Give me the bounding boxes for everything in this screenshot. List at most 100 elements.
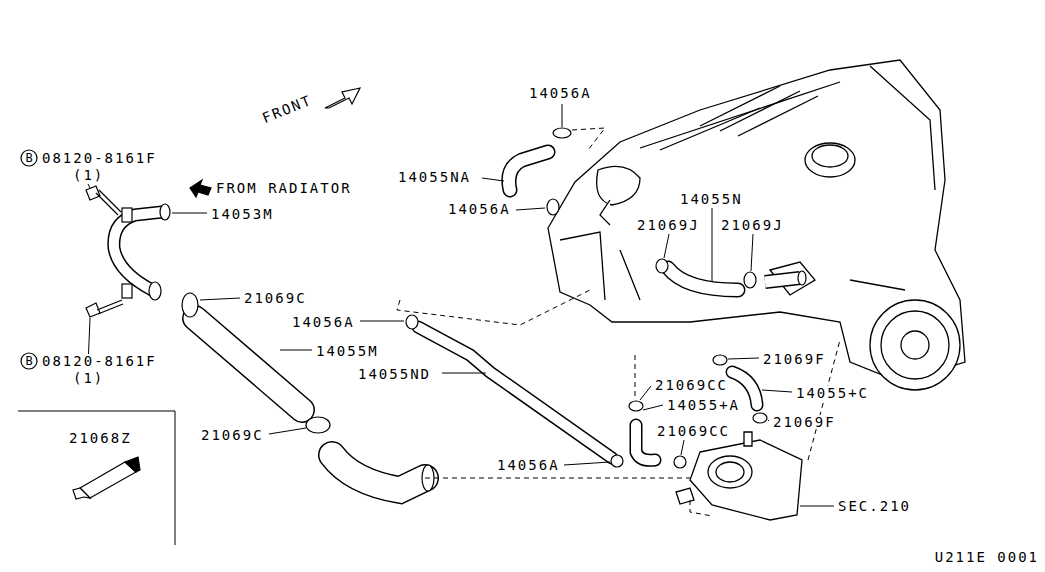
callout-label: 08120-8161F — [41, 151, 158, 165]
engine-block-part — [870, 66, 935, 190]
sealant-tube-part — [80, 462, 136, 498]
engine-block-part — [597, 166, 640, 205]
circled-letter: B — [20, 149, 38, 167]
leader-lines-part — [712, 208, 713, 282]
hose-clamps-part — [674, 456, 686, 468]
circle-letter: B — [25, 355, 32, 367]
callout-label: 14055N — [679, 192, 744, 206]
bolts-part — [97, 300, 123, 314]
callout-label: U211E 0001 — [934, 550, 1040, 564]
thermostat-housing-part — [690, 440, 802, 520]
hoses-part — [509, 152, 548, 190]
hoses-part — [332, 455, 425, 490]
callout-label: 14056A — [447, 202, 512, 216]
pipe-fittings-part — [122, 284, 132, 298]
inset-frame-part — [18, 411, 175, 545]
engine-block-part — [660, 86, 818, 150]
sealant-tube-part — [125, 457, 140, 472]
leader-lines-part — [643, 405, 663, 410]
leader-lines-part — [200, 298, 240, 300]
hoses-part — [765, 278, 800, 282]
sealant-tube-part — [73, 488, 90, 499]
hose-clamps-part — [656, 259, 668, 273]
callout-label: 14056A — [528, 86, 593, 100]
callout-label: 14053M — [210, 207, 275, 221]
hoses-part — [636, 425, 655, 460]
leader-lines — [88, 104, 834, 506]
hoses-part — [668, 268, 738, 290]
engine-block-part — [805, 143, 855, 177]
callout-label: SEC.210 — [837, 499, 912, 513]
leader-lines-part — [562, 104, 563, 127]
engine-block-part — [640, 82, 840, 148]
arrows — [190, 88, 360, 197]
callout-label: FROM RADIATOR — [215, 181, 353, 195]
callout-label: FRONT — [259, 92, 314, 125]
circle-outline-shape — [21, 353, 37, 369]
callout-label: 21069J — [720, 218, 785, 232]
bolts-part — [86, 186, 100, 200]
leader-lines-part — [664, 234, 669, 258]
callout-label: 14055+C — [795, 386, 870, 400]
pipe-fittings-part — [160, 204, 170, 220]
hose-clamps-part — [306, 417, 330, 433]
dashed-guides-part — [690, 500, 712, 516]
callout-label: (1) — [72, 168, 105, 182]
callout-label: 21069J — [636, 218, 701, 232]
callout-label: 21069C — [200, 428, 265, 442]
callout-label: 14056A — [291, 315, 356, 329]
hose-clamps-part — [611, 455, 623, 467]
hose-clamps-part — [744, 272, 756, 288]
dashed-guides-part — [572, 128, 605, 150]
engine-block-part — [560, 232, 905, 300]
hose-clamps-part — [713, 355, 727, 365]
leader-lines-part — [280, 350, 312, 351]
callout-label: 21069C — [243, 291, 308, 305]
callout-label: 14055+A — [666, 398, 741, 412]
engine-block — [548, 60, 965, 390]
engine-block-part — [870, 300, 960, 390]
callout-label: 21069F — [762, 352, 827, 366]
callout-label: 14055ND — [357, 367, 432, 381]
bolts-part — [96, 190, 121, 215]
callout-label: 14055M — [315, 344, 380, 358]
engine-block-part — [901, 331, 929, 359]
leader-lines-part — [482, 178, 504, 181]
hoses — [114, 152, 800, 490]
leader-lines-part — [800, 506, 834, 507]
callout-label: 21069F — [772, 415, 837, 429]
engine-block-part — [881, 311, 949, 379]
callout-label: (1) — [72, 371, 105, 385]
leader-lines-part — [728, 358, 759, 359]
hose-clamps-part — [547, 199, 559, 215]
hoses-part — [114, 212, 162, 290]
thermostat-housing-part — [716, 462, 744, 482]
hose-clamps-part — [629, 401, 643, 411]
thermostat-housing-part — [744, 432, 752, 446]
dashed-guides-part — [397, 290, 590, 325]
leader-lines-part — [360, 321, 404, 322]
hose-clamps-part — [182, 293, 198, 317]
pipe-fittings-part — [149, 282, 161, 300]
dashed-guides-part — [635, 355, 636, 400]
thermostat-housing — [676, 432, 802, 520]
callout-label: 14056A — [496, 458, 561, 472]
leader-lines-part — [762, 390, 792, 392]
hoses-part — [114, 212, 162, 290]
hose-clamps-part — [753, 413, 767, 423]
leader-lines-part — [88, 184, 90, 188]
leader-lines-part — [442, 373, 486, 374]
pipe-fittings — [122, 204, 806, 491]
sealant-tube — [73, 457, 140, 499]
callout-label: 21068Z — [68, 431, 133, 445]
engine-block-part — [812, 145, 848, 167]
thermostat-housing-part — [676, 488, 694, 504]
callout-label: 21069CC — [654, 378, 729, 392]
hoses-part — [418, 327, 612, 458]
callout-label: 14055NA — [397, 170, 472, 184]
circled-letter: B — [20, 352, 38, 370]
leader-lines-part — [172, 213, 207, 214]
circle-outline-shape — [21, 150, 37, 166]
hoses-part — [765, 278, 800, 282]
leader-lines-part — [751, 234, 753, 271]
